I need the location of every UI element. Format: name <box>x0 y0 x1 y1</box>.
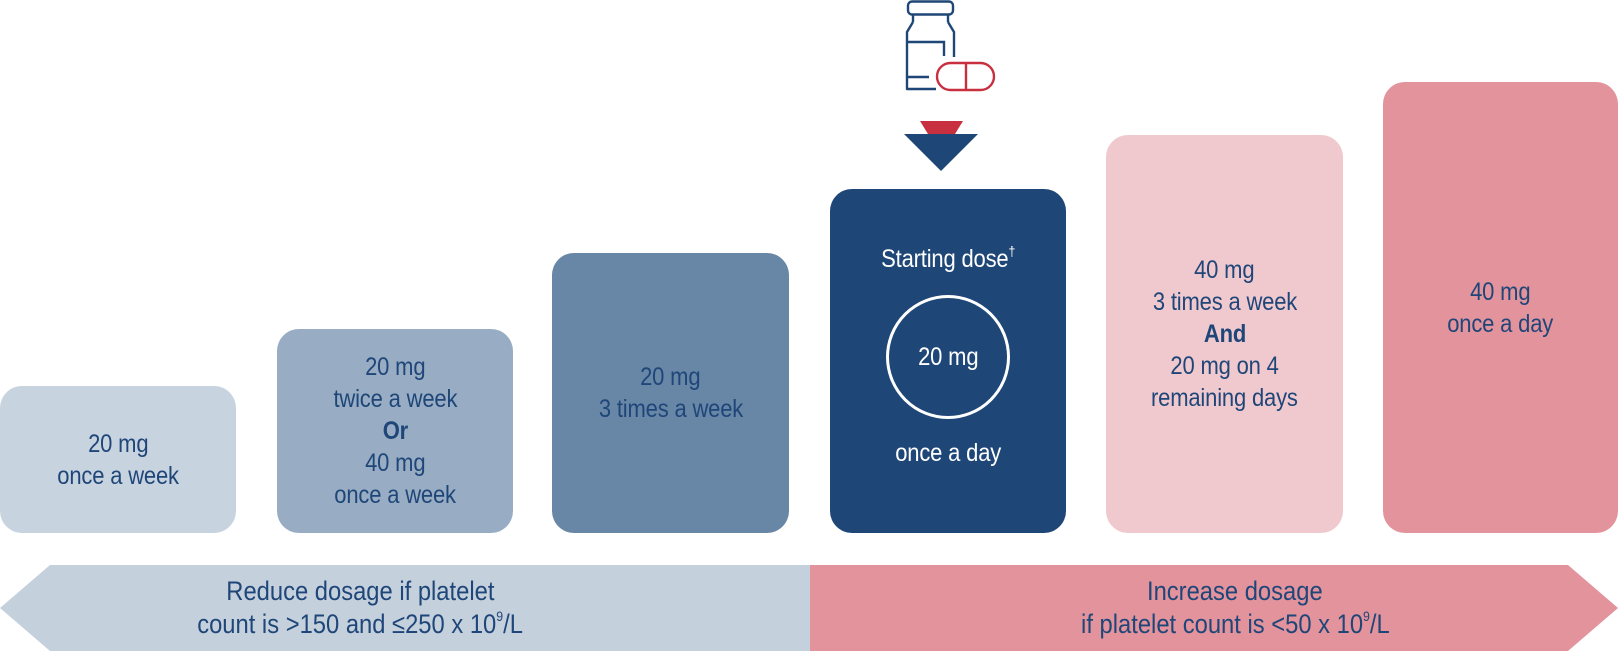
reduce-dosage-line2: count is >150 and ≤250 x 109/L <box>197 608 523 639</box>
dose-step-5-amount-a: 40 mg <box>1194 256 1255 284</box>
dose-step-5-frequency-b: remaining days <box>1151 384 1298 412</box>
reduce-dosage-line1: Reduce dosage if platelet <box>225 576 495 606</box>
starting-dose-circle: 20 mg <box>886 295 1010 419</box>
dose-step-2-option-a-amount: 20 mg <box>364 353 426 381</box>
dose-step-6: 40 mg once a day <box>1383 82 1618 533</box>
dose-step-6-frequency: once a day <box>1447 309 1554 338</box>
starting-dose-amount: 20 mg <box>917 343 979 371</box>
dose-step-2-option-b-amount: 40 mg <box>364 449 426 477</box>
left-arrow-shape-icon <box>0 565 810 651</box>
dose-step-5-and-label: And <box>1203 320 1246 348</box>
starting-dose-step: Starting dose† 20 mg once a day <box>830 189 1066 533</box>
dose-step-2-or-label: Or <box>382 417 408 445</box>
dose-step-6-amount: 40 mg <box>1470 277 1531 306</box>
reduce-dosage-arrow: Reduce dosage if platelet count is >150 … <box>0 565 810 651</box>
dagger-footnote-mark: † <box>1008 242 1016 259</box>
right-arrow-shape-icon <box>810 565 1618 651</box>
reduce-dosage-text: Reduce dosage if platelet count is >150 … <box>60 565 660 651</box>
dose-step-3-frequency: 3 times a week <box>598 395 743 423</box>
starting-dose-frequency: once a day <box>895 439 1001 467</box>
dose-step-2-option-a-frequency: twice a week <box>333 385 457 413</box>
increase-dosage-text: Increase dosage if platelet count is <50… <box>910 565 1560 651</box>
dose-step-2-option-b-frequency: once a week <box>334 481 456 509</box>
dose-step-1-amount: 20 mg <box>87 429 149 458</box>
dose-step-5-frequency-a: 3 times a week <box>1152 288 1297 316</box>
increase-dosage-line2: if platelet count is <50 x 109/L <box>1080 608 1390 639</box>
dose-step-5: 40 mg 3 times a week And 20 mg on 4 rema… <box>1106 135 1343 533</box>
medicine-bottle-and-capsule-icon <box>895 0 1005 100</box>
dose-step-3: 20 mg 3 times a week <box>552 253 789 533</box>
starting-dose-label: Starting dose† <box>880 242 1016 273</box>
dose-step-1-frequency: once a week <box>57 461 179 490</box>
dose-step-3-amount: 20 mg <box>640 363 701 391</box>
dose-step-2: 20 mg twice a week Or 40 mg once a week <box>277 329 513 533</box>
dose-step-1: 20 mg once a week <box>0 386 236 533</box>
down-pointer-triangle-icon <box>895 110 995 180</box>
increase-dosage-line1: Increase dosage <box>1147 576 1323 606</box>
increase-dosage-arrow: Increase dosage if platelet count is <50… <box>810 565 1620 651</box>
dose-step-5-amount-b: 20 mg on 4 <box>1170 352 1279 380</box>
